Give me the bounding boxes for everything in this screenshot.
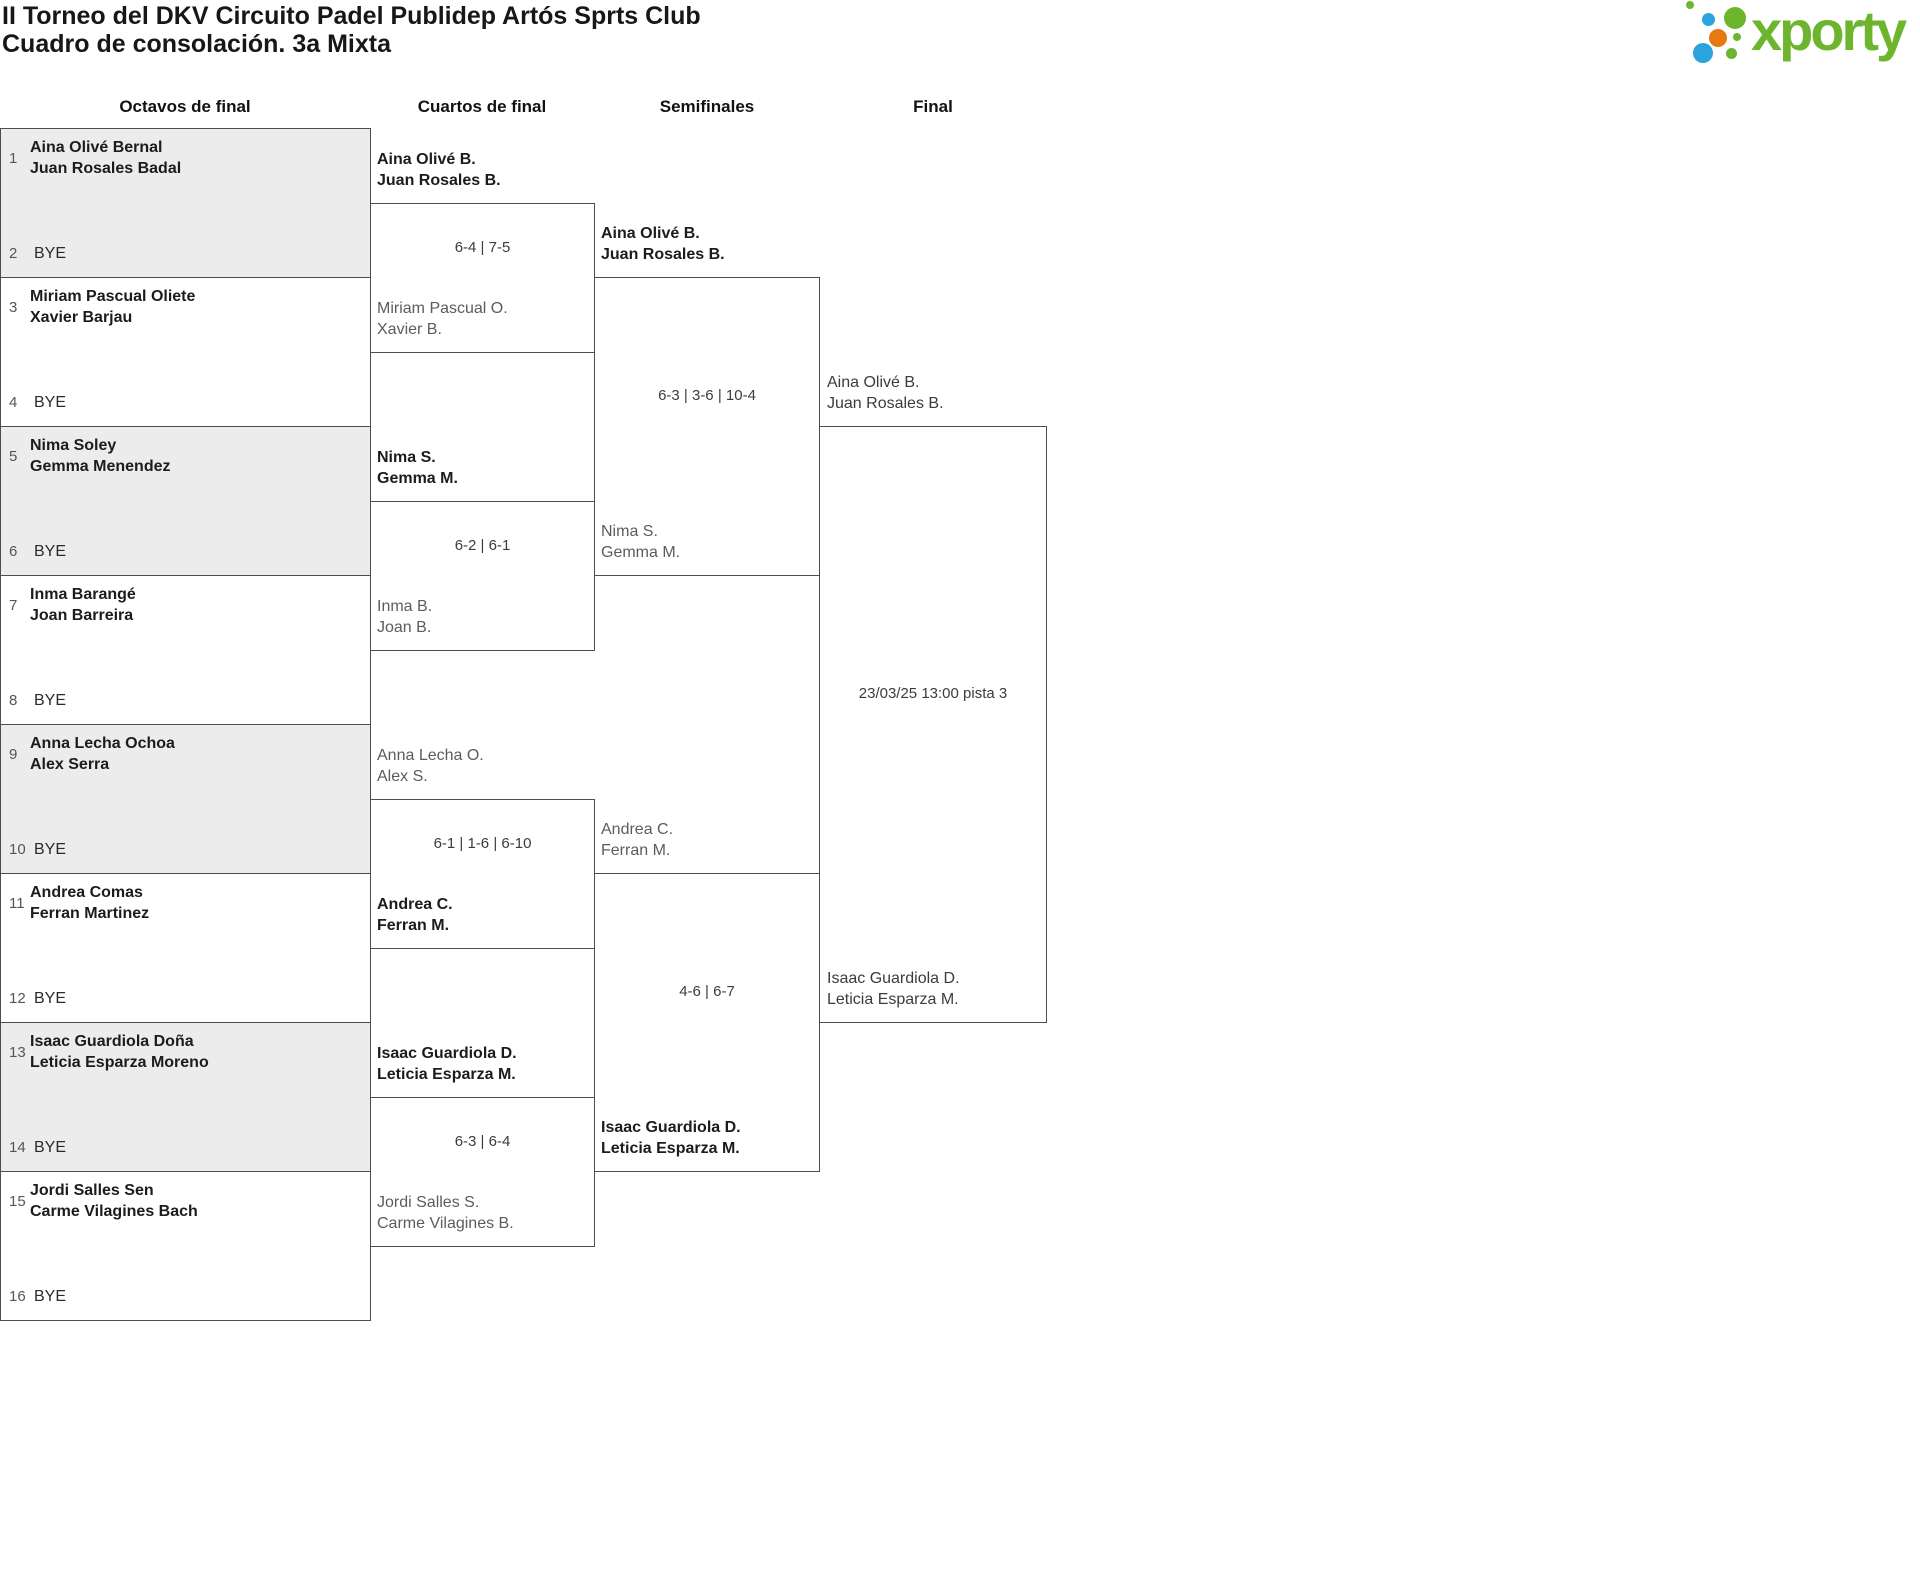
semifinal-2-bottom-team: Isaac Guardiola D. Leticia Esparza M. bbox=[601, 1119, 741, 1157]
semifinal-2-score: 4-6 | 6-7 bbox=[679, 983, 735, 1000]
logo-dot-blue-small bbox=[1702, 13, 1715, 26]
seed-number: 3 bbox=[9, 298, 18, 316]
cuartos-4-bottom-team: Jordi Salles S. Carme Vilagines B. bbox=[377, 1194, 514, 1232]
semifinal-1-score: 6-3 | 3-6 | 10-4 bbox=[658, 387, 756, 404]
octavos-box-5: 9 Anna Lecha Ochoa Alex Serra 10 BYE bbox=[0, 724, 371, 874]
seed-number: 14 bbox=[9, 1139, 26, 1156]
bye-row: 4 BYE bbox=[9, 394, 66, 412]
seed-number: 13 bbox=[9, 1043, 26, 1061]
seed-number: 12 bbox=[9, 990, 26, 1007]
round-header-final: Final bbox=[913, 97, 953, 116]
cuartos-3-score: 6-1 | 1-6 | 6-10 bbox=[433, 835, 532, 852]
final-connector bbox=[819, 426, 1047, 1023]
team-row: 7 Inma Barangé Joan Barreira bbox=[1, 576, 370, 626]
round-header-semifinales: Semifinales bbox=[659, 97, 755, 116]
final-top-team: Aina Olivé B. Juan Rosales B. bbox=[827, 374, 944, 412]
seed-number: 8 bbox=[9, 692, 18, 709]
cuartos-3-top-team: Anna Lecha O. Alex S. bbox=[377, 747, 484, 785]
logo-wordmark: xporty bbox=[1751, 0, 1907, 62]
team-row: 11 Andrea Comas Ferran Martinez bbox=[1, 874, 370, 924]
bye-row: 2 BYE bbox=[9, 245, 66, 263]
semifinal-1-top-team: Aina Olivé B. Juan Rosales B. bbox=[601, 225, 725, 263]
team-name: Isaac Guardiola Doña Leticia Esparza Mor… bbox=[30, 1033, 209, 1071]
seed-number: 5 bbox=[9, 447, 18, 465]
bracket-subtitle: Cuadro de consolación. 3a Mixta bbox=[2, 30, 391, 58]
octavos-box-8: 15 Jordi Salles Sen Carme Vilagines Bach… bbox=[0, 1171, 371, 1321]
logo-dot-green-tiny bbox=[1686, 1, 1694, 9]
final-schedule: 23/03/25 13:00 pista 3 bbox=[858, 685, 1008, 702]
bye-row: 12 BYE bbox=[9, 990, 66, 1008]
cuartos-1-bottom-team: Miriam Pascual O. Xavier B. bbox=[377, 300, 508, 338]
team-row: 5 Nima Soley Gemma Menendez bbox=[1, 427, 370, 477]
bye-row: 16 BYE bbox=[9, 1288, 66, 1306]
final-bottom-team: Isaac Guardiola D. Leticia Esparza M. bbox=[827, 970, 960, 1008]
team-name: Nima Soley Gemma Menendez bbox=[30, 437, 171, 475]
octavos-box-7: 13 Isaac Guardiola Doña Leticia Esparza … bbox=[0, 1022, 371, 1172]
cuartos-1-score: 6-4 | 7-5 bbox=[454, 239, 511, 256]
bye-label: BYE bbox=[34, 1139, 67, 1156]
team-row: 15 Jordi Salles Sen Carme Vilagines Bach bbox=[1, 1172, 370, 1222]
bye-label: BYE bbox=[34, 543, 67, 560]
octavos-box-3: 5 Nima Soley Gemma Menendez 6 BYE bbox=[0, 426, 371, 576]
team-name: Jordi Salles Sen Carme Vilagines Bach bbox=[30, 1182, 198, 1220]
xporty-logo: xporty bbox=[1685, 0, 1920, 78]
seed-number: 4 bbox=[9, 394, 18, 411]
logo-dot-blue-large bbox=[1693, 43, 1713, 63]
cuartos-2-score: 6-2 | 6-1 bbox=[454, 537, 511, 554]
team-name: Aina Olivé Bernal Juan Rosales Badal bbox=[30, 139, 182, 177]
team-name: Inma Barangé Joan Barreira bbox=[30, 586, 136, 624]
cuartos-match-2-connector bbox=[370, 501, 595, 651]
logo-dot-orange bbox=[1709, 29, 1727, 47]
octavos-box-2: 3 Miriam Pascual Oliete Xavier Barjau 4 … bbox=[0, 277, 371, 427]
seed-number: 6 bbox=[9, 543, 18, 560]
round-header-octavos: Octavos de final bbox=[119, 97, 251, 116]
semifinal-2-top-team: Andrea C. Ferran M. bbox=[601, 821, 674, 859]
bye-row: 10 BYE bbox=[9, 841, 66, 859]
bye-row: 6 BYE bbox=[9, 543, 66, 561]
seed-number: 11 bbox=[9, 894, 25, 912]
seed-number: 10 bbox=[9, 841, 26, 858]
team-row: 3 Miriam Pascual Oliete Xavier Barjau bbox=[1, 278, 370, 328]
cuartos-2-bottom-team: Inma B. Joan B. bbox=[377, 598, 433, 636]
octavos-box-1: 1 Aina Olivé Bernal Juan Rosales Badal 2… bbox=[0, 128, 371, 278]
team-name: Andrea Comas Ferran Martinez bbox=[30, 884, 150, 922]
semifinal-1-bottom-team: Nima S. Gemma M. bbox=[601, 523, 681, 561]
page-title: II Torneo del DKV Circuito Padel Publide… bbox=[2, 2, 701, 58]
team-row: 9 Anna Lecha Ochoa Alex Serra bbox=[1, 725, 370, 775]
logo-dot-green-large bbox=[1724, 7, 1746, 29]
bye-label: BYE bbox=[34, 1288, 67, 1305]
seed-number: 15 bbox=[9, 1192, 26, 1210]
tournament-title: II Torneo del DKV Circuito Padel Publide… bbox=[2, 2, 701, 30]
bye-label: BYE bbox=[34, 394, 67, 411]
round-header-cuartos: Cuartos de final bbox=[417, 97, 547, 116]
octavos-box-6: 11 Andrea Comas Ferran Martinez 12 BYE bbox=[0, 873, 371, 1023]
bye-row: 8 BYE bbox=[9, 692, 66, 710]
logo-dot-green-small bbox=[1726, 48, 1737, 59]
logo-dot-green-tiny-right bbox=[1733, 33, 1741, 41]
cuartos-2-top-team: Nima S. Gemma M. bbox=[377, 449, 458, 487]
seed-number: 2 bbox=[9, 245, 18, 262]
octavos-box-4: 7 Inma Barangé Joan Barreira 8 BYE bbox=[0, 575, 371, 725]
bye-label: BYE bbox=[34, 990, 67, 1007]
seed-number: 9 bbox=[9, 745, 18, 763]
team-name: Anna Lecha Ochoa Alex Serra bbox=[30, 735, 175, 773]
bye-row: 14 BYE bbox=[9, 1139, 66, 1157]
team-name: Miriam Pascual Oliete Xavier Barjau bbox=[30, 288, 196, 326]
seed-number: 7 bbox=[9, 596, 18, 614]
bye-label: BYE bbox=[34, 245, 67, 262]
cuartos-4-score: 6-3 | 6-4 bbox=[454, 1133, 511, 1150]
team-row: 1 Aina Olivé Bernal Juan Rosales Badal bbox=[1, 129, 370, 179]
seed-number: 1 bbox=[9, 149, 18, 167]
cuartos-match-4-connector bbox=[370, 1097, 595, 1247]
cuartos-1-top-team: Aina Olivé B. Juan Rosales B. bbox=[377, 151, 501, 189]
bye-label: BYE bbox=[34, 692, 67, 709]
bye-label: BYE bbox=[34, 841, 67, 858]
team-row: 13 Isaac Guardiola Doña Leticia Esparza … bbox=[1, 1023, 370, 1073]
cuartos-4-top-team: Isaac Guardiola D. Leticia Esparza M. bbox=[377, 1045, 517, 1083]
seed-number: 16 bbox=[9, 1288, 26, 1305]
cuartos-3-bottom-team: Andrea C. Ferran M. bbox=[377, 896, 453, 934]
